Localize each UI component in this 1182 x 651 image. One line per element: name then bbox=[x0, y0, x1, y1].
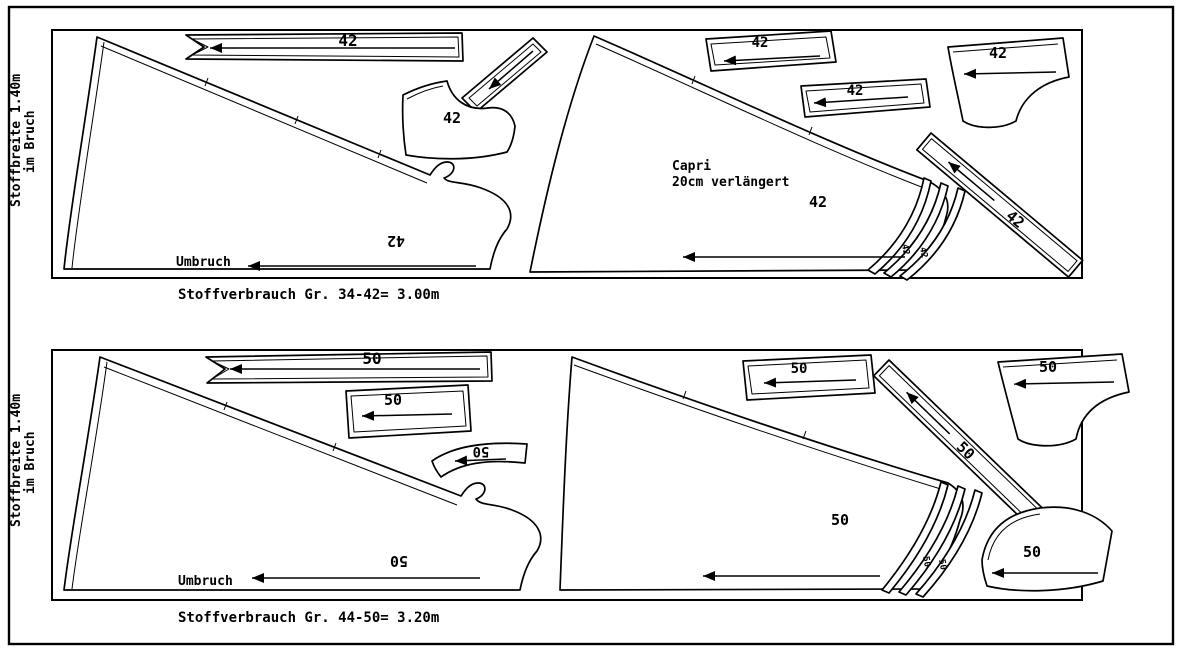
seam-line bbox=[805, 83, 925, 113]
grainline-arrow bbox=[813, 96, 909, 108]
waistband-piece-42 bbox=[185, 32, 464, 62]
binding-strip-50 bbox=[915, 489, 983, 598]
facing-strip-50 bbox=[345, 384, 472, 439]
fold-side-label: im Bruch bbox=[23, 431, 38, 494]
size-label: 42 bbox=[847, 83, 864, 99]
seam-line bbox=[595, 43, 925, 189]
fabric-width-label: Stoffbreite 1.40m bbox=[9, 74, 24, 207]
size-label: 50 bbox=[384, 391, 402, 409]
grainline-arrow bbox=[906, 391, 951, 435]
trouser-piece-front-50 bbox=[63, 356, 542, 591]
binding-strip-42 bbox=[883, 182, 949, 278]
binding-strip-42 bbox=[899, 187, 966, 281]
grainline-arrow bbox=[361, 410, 453, 421]
pocket-piece-50 bbox=[981, 506, 1113, 592]
facing-strip-50 bbox=[742, 354, 876, 401]
size-label: 42 bbox=[989, 44, 1007, 62]
size-label: 50 bbox=[1023, 543, 1041, 561]
layout-panel-size-50: 50 50 50 50 50 Umbruch 50 50 50 50 50 50… bbox=[9, 349, 1130, 626]
trouser-piece-back-50 bbox=[559, 356, 964, 591]
fabric-usage-caption: Stoffverbrauch Gr. 44-50= 3.20m bbox=[178, 610, 439, 626]
note-line2: 20cm verlängert bbox=[672, 175, 789, 190]
fold-edge-label: Umbruch bbox=[178, 574, 233, 589]
size-label-tiny: 42 bbox=[917, 246, 929, 258]
seam-line bbox=[573, 364, 945, 491]
seam-line bbox=[71, 41, 105, 269]
size-label: 42 bbox=[443, 109, 461, 127]
size-label-tiny: 50 bbox=[920, 555, 932, 567]
page-border bbox=[7, 5, 1175, 646]
fabric-area-50 bbox=[51, 349, 1083, 601]
notch-marks bbox=[682, 390, 807, 440]
size-label-rotated: 50 bbox=[390, 552, 408, 570]
pocket-piece-42 bbox=[947, 37, 1070, 129]
size-label-rotated: 50 bbox=[473, 443, 490, 459]
size-label-tiny: 50 bbox=[936, 558, 948, 570]
size-label: 50 bbox=[1039, 358, 1057, 376]
grainline-arrow bbox=[963, 68, 1057, 79]
facing-strip-42 bbox=[800, 78, 931, 118]
size-label-tiny: 42 bbox=[899, 243, 911, 255]
bias-strip-42: 42 bbox=[916, 132, 1084, 278]
seam-line bbox=[710, 36, 831, 66]
fold-edge-label: Umbruch bbox=[176, 255, 231, 270]
pocket-piece-42 bbox=[401, 80, 516, 160]
binding-strip-50 bbox=[881, 481, 949, 594]
layout-panel-size-42: 42 42 42 42 Umbruch Capri 20cm verlänger… bbox=[9, 29, 1084, 303]
size-label-rotated: 42 bbox=[387, 232, 405, 250]
size-label: 50 bbox=[831, 511, 849, 529]
grainline-arrow bbox=[488, 50, 534, 90]
note-line1: Capri bbox=[672, 159, 711, 174]
seam-line bbox=[191, 36, 460, 58]
grainline-arrow bbox=[454, 455, 507, 466]
size-label: 50 bbox=[362, 349, 381, 368]
grainline-arrow bbox=[947, 161, 995, 202]
size-label: 42 bbox=[338, 31, 357, 50]
fabric-area-42 bbox=[51, 29, 1083, 279]
grainline-arrow bbox=[763, 377, 857, 388]
seam-line bbox=[71, 361, 108, 590]
grainline-arrow bbox=[1013, 378, 1115, 389]
seam-line bbox=[987, 513, 1041, 561]
seam-line bbox=[1002, 359, 1118, 368]
seam-line bbox=[406, 85, 444, 100]
facing-strip-42 bbox=[705, 30, 837, 72]
notch-marks bbox=[204, 77, 382, 159]
seam-line bbox=[952, 43, 1059, 53]
size-label: 42 bbox=[752, 35, 769, 51]
notch-marks bbox=[691, 75, 813, 136]
seam-line bbox=[921, 138, 1078, 272]
trouser-piece-back-42 bbox=[529, 35, 949, 273]
trouser-piece-front-42 bbox=[63, 36, 512, 270]
fold-side-label: im Bruch bbox=[23, 110, 38, 173]
pocket-piece-50 bbox=[997, 353, 1130, 447]
binding-strip-42 bbox=[867, 177, 932, 275]
seam-line bbox=[211, 355, 489, 380]
fabric-width-label: Stoffbreite 1.40m bbox=[9, 394, 24, 527]
seam-line bbox=[747, 359, 870, 395]
seam-line bbox=[100, 45, 428, 184]
seam-line bbox=[350, 390, 467, 433]
grainline-arrow bbox=[723, 55, 821, 66]
size-label: 42 bbox=[809, 193, 827, 211]
size-label: 50 bbox=[791, 361, 808, 377]
notch-marks bbox=[223, 401, 337, 452]
fabric-usage-caption: Stoffverbrauch Gr. 34-42= 3.00m bbox=[178, 287, 439, 303]
binding-strip-50 bbox=[898, 485, 966, 596]
seam-line bbox=[103, 366, 458, 506]
